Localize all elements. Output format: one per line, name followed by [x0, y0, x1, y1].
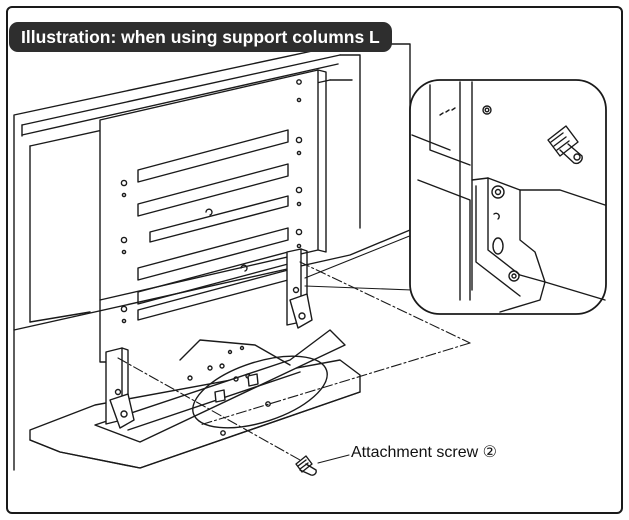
support-column-left	[105, 347, 135, 429]
figure-title-badge: Illustration: when using support columns…	[9, 22, 392, 52]
inset-screw-icon	[547, 125, 583, 165]
stand-base	[29, 329, 361, 469]
zoom-inset	[409, 79, 607, 315]
callout-leader	[317, 454, 350, 464]
mounting-plate	[99, 69, 327, 363]
zoom-leaders	[304, 234, 413, 291]
guide-lines	[117, 261, 471, 461]
attachment-screw-label: Attachment screw ②	[351, 444, 497, 461]
attachment-screw-icon	[295, 455, 317, 476]
